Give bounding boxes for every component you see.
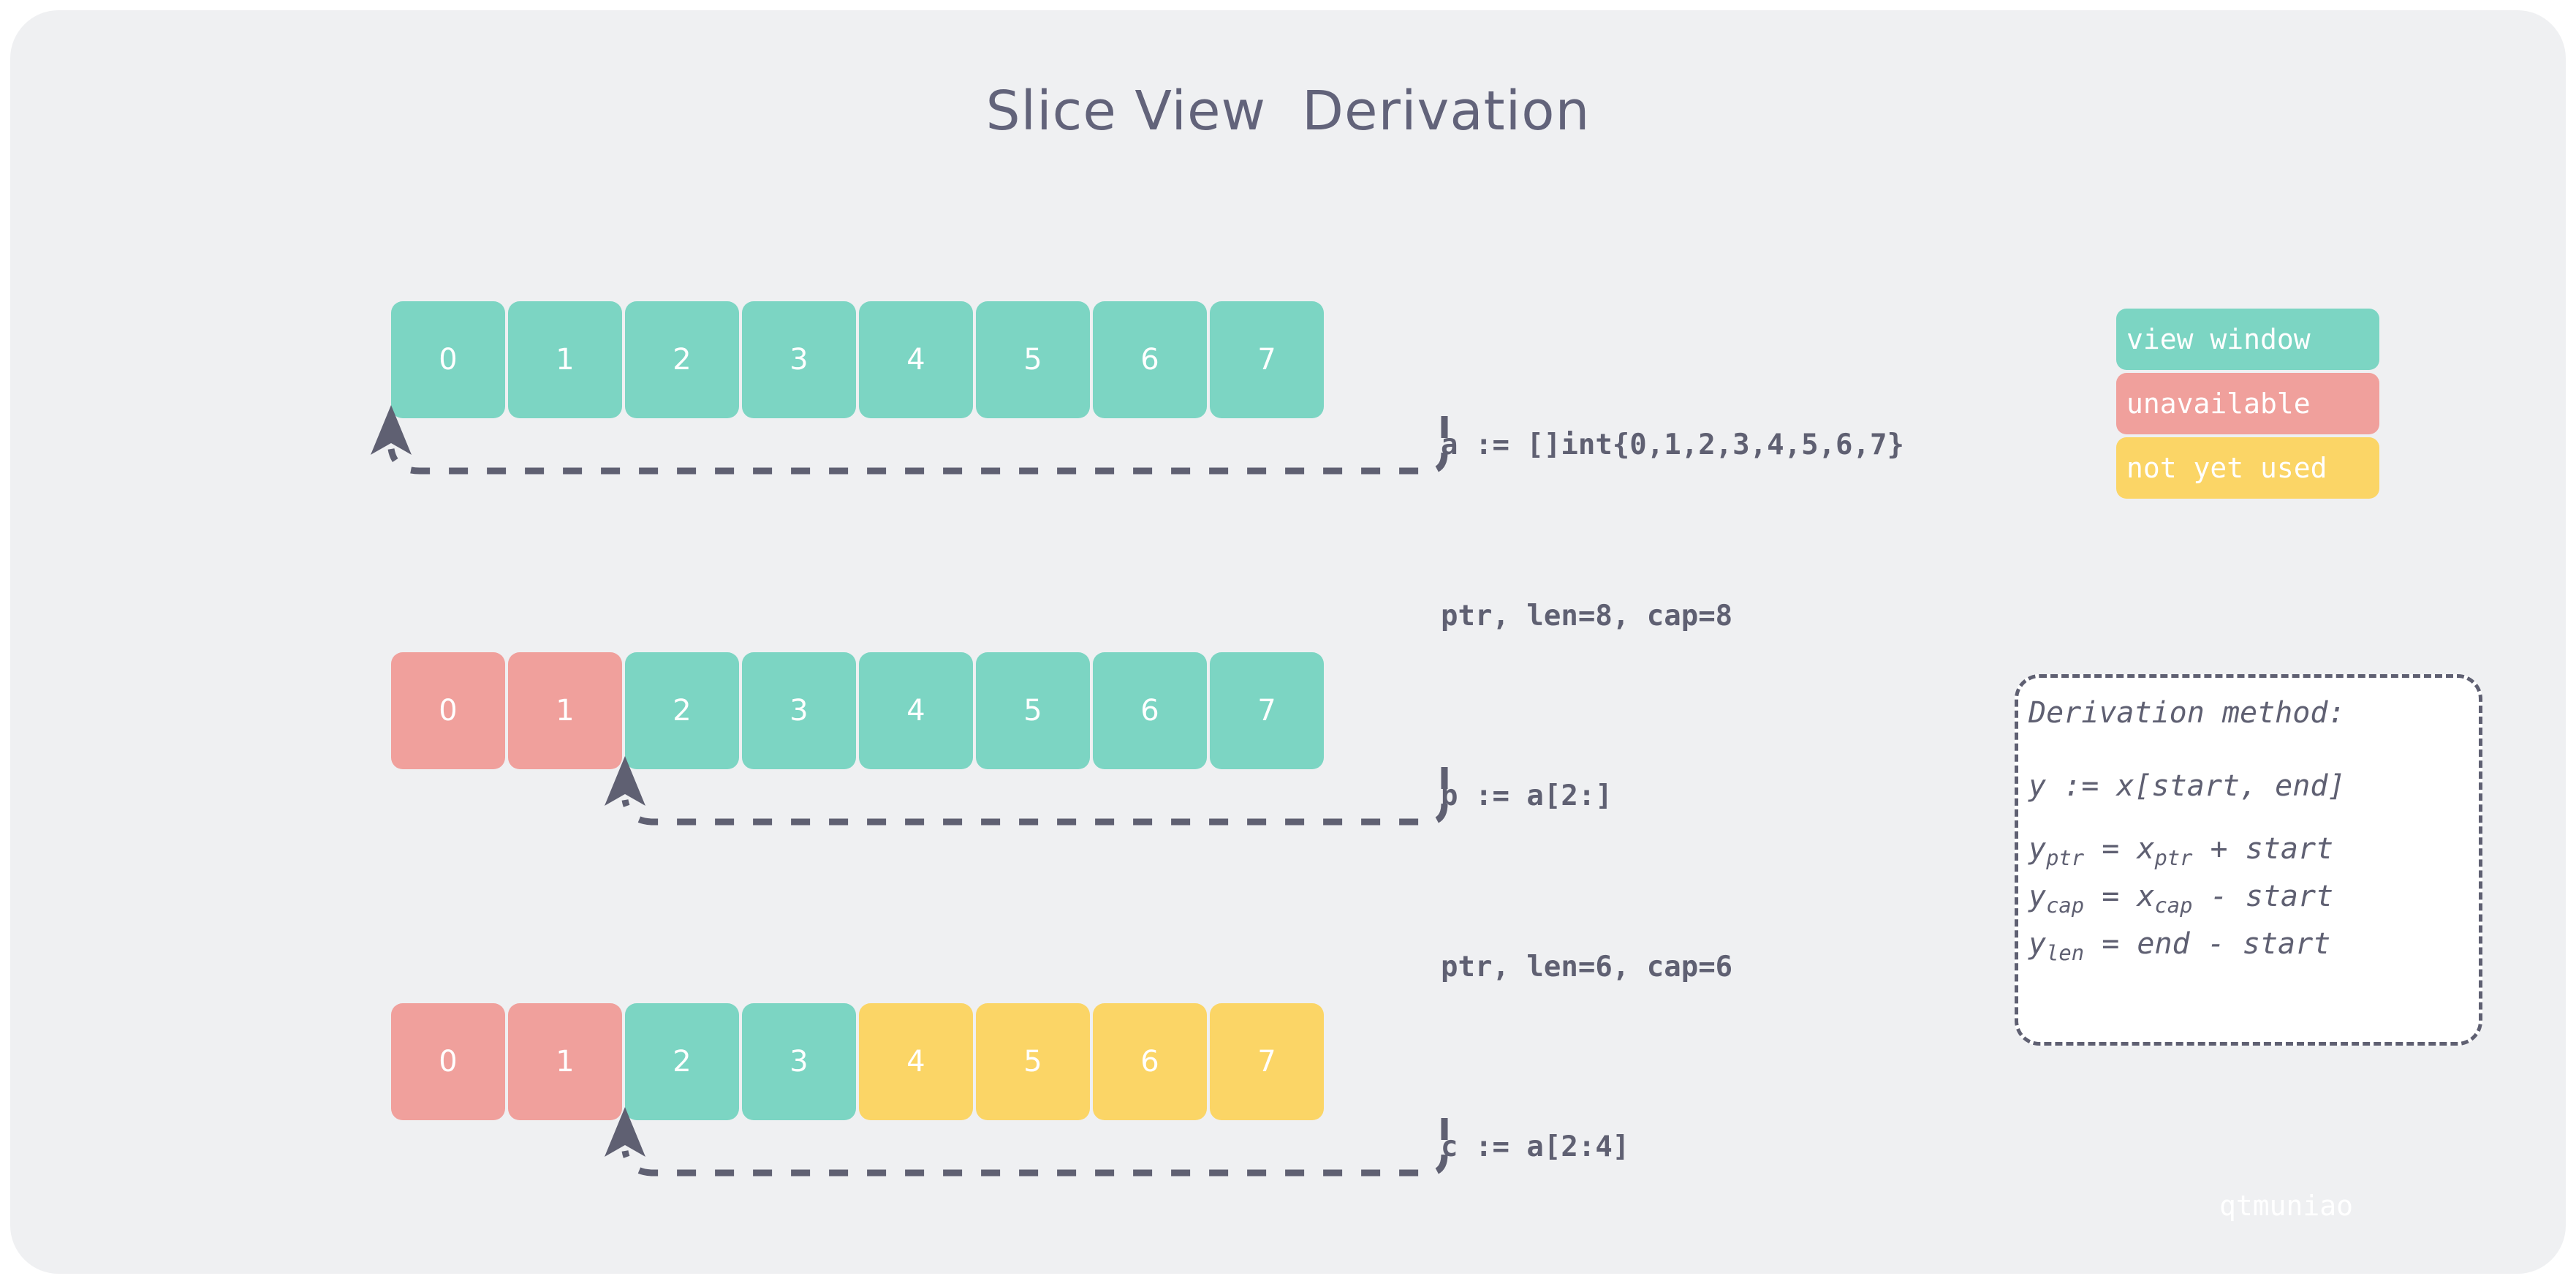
slice-cell: 1: [508, 652, 622, 769]
eq-rhs-subscript: cap: [2154, 892, 2193, 918]
eq-rhs-subscript: ptr: [2154, 845, 2193, 870]
slice-cell: 6: [1093, 301, 1207, 418]
slice-cell: 1: [508, 301, 622, 418]
watermark: qtmuniao: [2219, 1190, 2354, 1222]
legend-item-red: unavailable: [2116, 373, 2379, 434]
slice-cell: 0: [391, 652, 505, 769]
slice-cell: 2: [625, 301, 739, 418]
meta-a: ptr, len=8, cap=8: [1441, 600, 1733, 632]
slice-cell: 5: [976, 301, 1090, 418]
slice-cell: 4: [859, 652, 973, 769]
code-label-b: b := a[2:] ptr, len=6, cap=6: [1441, 654, 1732, 1110]
legend-item-teal: view window: [2116, 309, 2379, 370]
slice-cell: 6: [1093, 652, 1207, 769]
eq-lhs-var: y: [2028, 879, 2047, 913]
slice-cell: 1: [508, 1003, 622, 1120]
slice-cell: 7: [1210, 1003, 1324, 1120]
eq-rhs: = x: [2084, 832, 2155, 866]
eq-lhs-var: y: [2028, 926, 2047, 961]
slice-cell: 3: [742, 1003, 856, 1120]
derivation-slice-expr: y := x[start, end]: [2028, 769, 2346, 803]
eq-tail: + start: [2192, 832, 2334, 866]
slice-cell: 7: [1210, 301, 1324, 418]
slice-cell: 2: [625, 1003, 739, 1120]
page-title: Slice View Derivation: [985, 80, 1591, 143]
slice-cell: 3: [742, 652, 856, 769]
code-label-a: a := []int{0,1,2,3,4,5,6,7} ptr, len=8, …: [1441, 303, 1904, 759]
derivation-equation: ycap = xcap - start: [2028, 882, 2479, 916]
code-label-c: c := a[2:4] ptr, len=2, cap=6: [1441, 1005, 1732, 1274]
derivation-equation: ylen = end - start: [2028, 929, 2479, 964]
legend-item-yellow: not yet used: [2116, 437, 2379, 499]
eq-lhs-var: y: [2028, 832, 2047, 866]
slice-cell: 5: [976, 652, 1090, 769]
decl-c: c := a[2:4]: [1441, 1130, 1630, 1163]
slice-cell: 2: [625, 652, 739, 769]
eq-tail: - start: [2189, 926, 2331, 961]
slice-cell: 0: [391, 301, 505, 418]
decl-b: b := a[2:]: [1441, 779, 1613, 812]
meta-b: ptr, len=6, cap=6: [1441, 951, 1733, 983]
eq-lhs-subscript: ptr: [2046, 845, 2085, 870]
eq-rhs: = end: [2084, 926, 2190, 961]
derivation-method-box: Derivation method: y := x[start, end] yp…: [2015, 674, 2482, 1046]
slice-cell: 0: [391, 1003, 505, 1120]
slice-cell: 4: [859, 1003, 973, 1120]
decl-a: a := []int{0,1,2,3,4,5,6,7}: [1441, 428, 1904, 461]
slice-cell: 7: [1210, 652, 1324, 769]
slice-cell: 6: [1093, 1003, 1207, 1120]
slice-cell: 4: [859, 301, 973, 418]
eq-lhs-subscript: cap: [2046, 892, 2085, 918]
slice-cell: 3: [742, 301, 856, 418]
eq-lhs-subscript: len: [2046, 940, 2085, 965]
derivation-equation: yptr = xptr + start: [2028, 834, 2479, 869]
eq-tail: - start: [2192, 879, 2334, 913]
slice-cell: 5: [976, 1003, 1090, 1120]
derivation-heading: Derivation method:: [2028, 696, 2346, 730]
eq-rhs: = x: [2084, 879, 2155, 913]
